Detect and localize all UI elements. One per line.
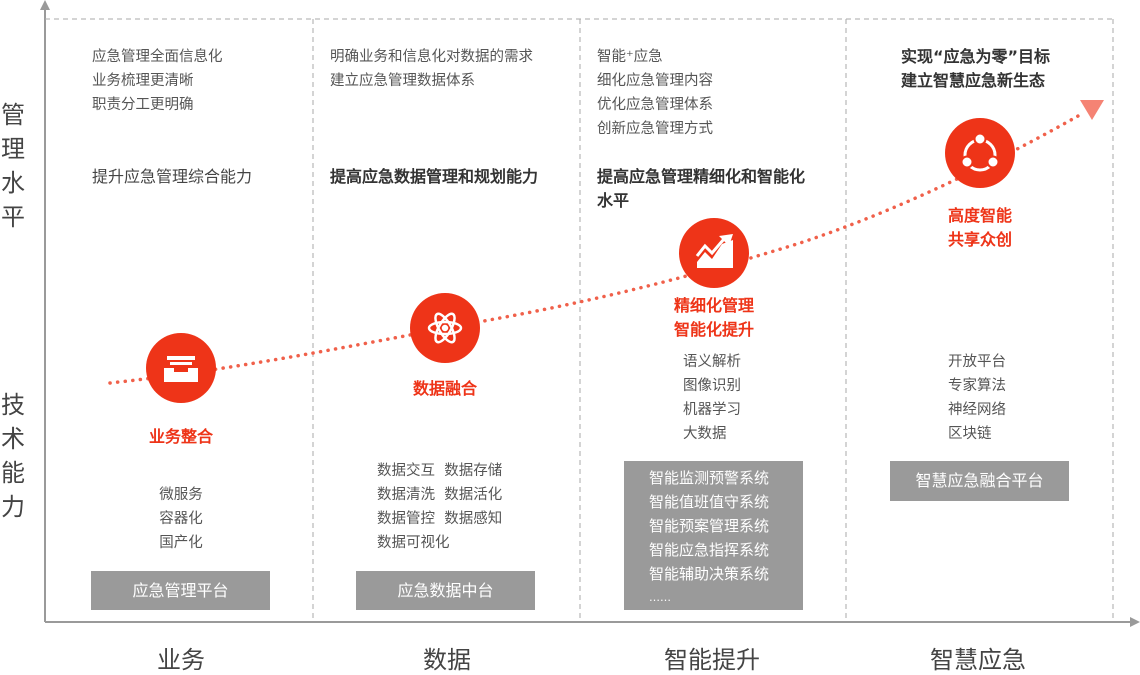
tech-item: 容器化	[159, 511, 203, 527]
x-label-data: 数据	[423, 646, 471, 674]
y-label-char: 技	[1, 391, 25, 419]
stage-2-summary: 提高应急数据管理和规划能力	[330, 167, 539, 186]
y-label-char: 管	[1, 101, 25, 129]
stage-2-goals: 明确业务和信息化对数据的需求建立应急管理数据体系	[330, 45, 533, 93]
x-label-business: 业务	[157, 646, 205, 674]
system-item: 智能预案管理系统	[649, 517, 770, 535]
stage-3-summary: 提高应急管理精细化和智能化水平	[597, 165, 805, 213]
goal-item: 业务梳理更清晰	[92, 73, 194, 89]
stage-3-goals: 智能⁺应急细化应急管理内容优化应急管理体系创新应急管理方式	[597, 45, 713, 141]
tech-item: 数据清洗 数据活化	[377, 487, 503, 503]
stage-3-node-label: 精细化管理智能化提升	[614, 294, 814, 342]
stage-4-tech: 开放平台专家算法神经网络区块链	[948, 350, 1006, 446]
goal-item: 智能⁺应急	[597, 49, 663, 65]
tech-item: 数据管控 数据感知	[377, 511, 503, 527]
tech-item: 国产化	[159, 535, 203, 551]
goal-item: 创新应急管理方式	[597, 121, 713, 137]
system-item: ……	[649, 591, 671, 604]
stage-2-platform: 应急数据中台	[356, 571, 535, 610]
system-item: 智能值班值守系统	[649, 493, 770, 511]
tech-item: 专家算法	[948, 378, 1006, 394]
node-4	[945, 118, 1015, 188]
system-item: 智能辅助决策系统	[649, 565, 770, 583]
y-label-char: 水	[1, 169, 25, 197]
tech-item: 开放平台	[948, 354, 1006, 370]
stage-1-platform: 应急管理平台	[91, 571, 270, 610]
x-label-intelligence: 智能提升	[664, 646, 760, 674]
node-label-line: 智能化提升	[673, 320, 754, 339]
system-item: 智能监测预警系统	[649, 469, 770, 487]
node-3	[679, 218, 749, 288]
y-label-char: 力	[1, 493, 25, 521]
tech-item: 图像识别	[683, 378, 741, 394]
tech-item: 区块链	[948, 426, 992, 442]
stage-3-tech: 语义解析图像识别机器学习大数据	[683, 350, 741, 446]
y-label-char: 能	[1, 459, 25, 487]
system-item: 智能应急指挥系统	[649, 541, 770, 559]
stage-2-node-label: 数据融合	[412, 379, 477, 398]
trend-chart-icon	[695, 234, 733, 268]
node-label-line: 共享众创	[947, 230, 1012, 249]
tech-item: 数据交互 数据存储	[377, 463, 503, 479]
inbox-tray-icon	[164, 356, 198, 382]
tech-item: 神经网络	[948, 402, 1006, 418]
node-label-line: 精细化管理	[673, 296, 754, 315]
goal-item: 职责分工更明确	[92, 97, 194, 113]
goal-item: 优化应急管理体系	[597, 97, 713, 113]
stage-4-platform: 智慧应急融合平台	[890, 461, 1069, 501]
goal-item: 应急管理全面信息化	[92, 49, 223, 65]
stage-4-summary: 实现“应急为零”目标建立智慧应急新生态	[901, 45, 1050, 93]
summary-line: 实现“应急为零”目标	[901, 47, 1051, 66]
share-network-icon	[960, 132, 1000, 172]
goal-item: 细化应急管理内容	[597, 73, 713, 89]
stage-3-platform: 智能监测预警系统智能值班值守系统智能预案管理系统智能应急指挥系统智能辅助决策系统…	[624, 461, 803, 610]
atom-icon	[427, 312, 463, 344]
goal-item: 明确业务和信息化对数据的需求	[330, 49, 533, 65]
tech-item: 微服务	[159, 487, 203, 503]
stage-1-node-label: 业务整合	[148, 427, 213, 446]
y-axis-arrow	[40, 0, 50, 10]
node-label-line: 高度智能	[947, 206, 1012, 225]
x-axis-arrow	[1130, 617, 1140, 627]
goal-item: 建立应急管理数据体系	[330, 73, 475, 89]
node-1	[146, 333, 216, 403]
y-label-management: 管理水平	[0, 98, 26, 234]
y-label-char: 理	[1, 135, 25, 163]
summary-line: 建立智慧应急新生态	[901, 71, 1046, 90]
tech-item: 数据可视化	[377, 535, 450, 551]
y-label-technology: 技术能力	[0, 388, 26, 524]
stage-1-summary: 提升应急管理综合能力	[92, 167, 253, 186]
tech-item: 机器学习	[683, 402, 741, 418]
summary-line: 提高应急管理精细化和智能化	[597, 167, 806, 186]
growth-curve	[108, 114, 1080, 385]
tech-item: 大数据	[683, 426, 727, 442]
stage-4-node-label: 高度智能共享众创	[880, 204, 1080, 252]
x-label-smart-emergency: 智慧应急	[930, 646, 1026, 674]
stage-1-goals: 应急管理全面信息化业务梳理更清晰职责分工更明确	[92, 45, 223, 117]
y-label-char: 术	[1, 425, 25, 453]
stage-2-tech: 数据交互 数据存储数据清洗 数据活化数据管控 数据感知数据可视化	[377, 459, 502, 555]
summary-line: 水平	[597, 191, 630, 210]
y-label-char: 平	[1, 203, 25, 231]
tech-item: 语义解析	[683, 354, 741, 370]
stage-1-tech: 微服务容器化国产化	[81, 483, 281, 555]
curve-arrowhead	[1080, 100, 1104, 120]
